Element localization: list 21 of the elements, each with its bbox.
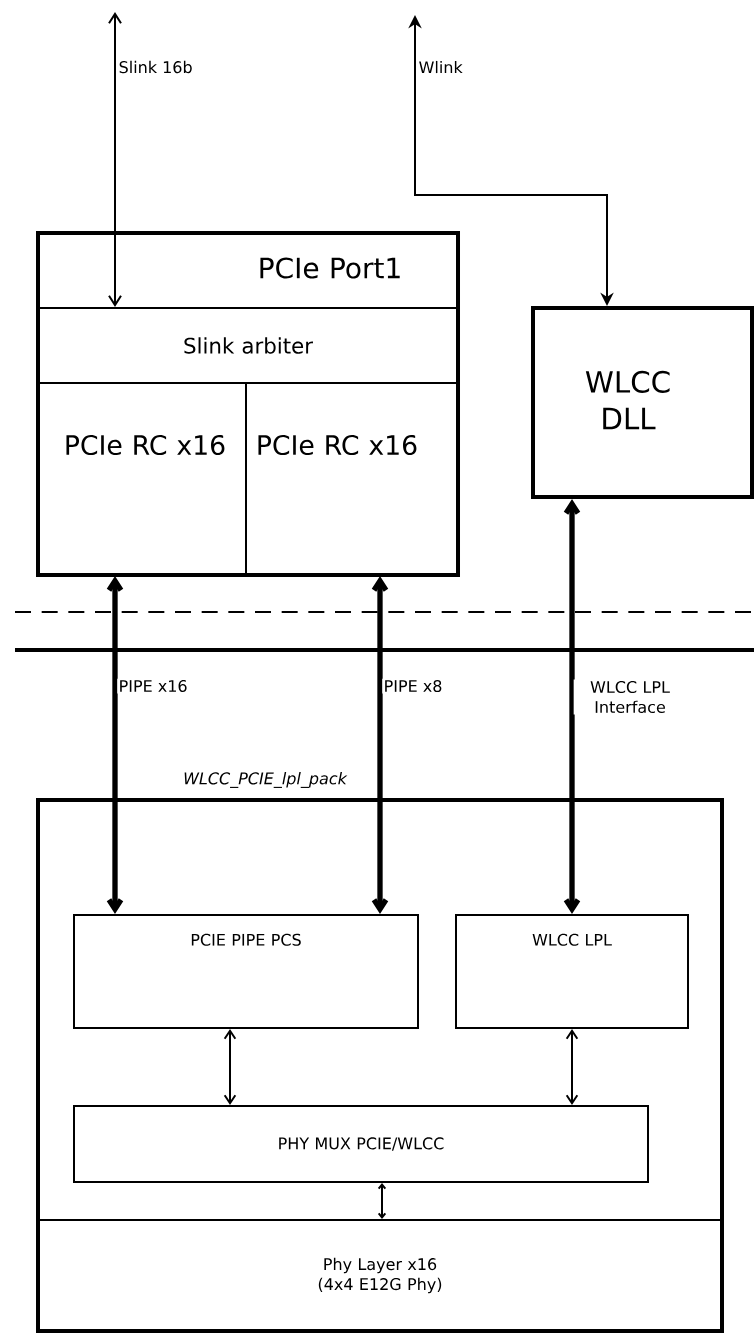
process-box: PHY MUX PCIE/WLCC [73,1105,649,1183]
arrow [106,576,124,914]
arrow [565,1029,579,1105]
layer-band: Slink arbiter [37,307,459,384]
process-box: PCIe RC x16 [37,382,247,576]
arrow [563,499,581,914]
layer-band: Phy Layer x16 (4x4 E12G Phy) [37,1219,723,1332]
process-box: PCIe RC x16 [245,382,459,576]
arrow [108,12,122,307]
edge-label: Wlink [419,60,463,74]
node-label: WLCC_PCIE_lpl_pack [184,772,348,788]
arrow [371,576,389,914]
edge-label: WLCC LPL Interface [590,680,670,714]
edge-label: PIPE x8 [385,679,442,693]
process-box: PCIE PIPE PCS [73,914,419,1029]
edge-label: Slink 16b [119,60,192,74]
arrow [377,1183,387,1219]
edge-label: PIPE x16 [120,679,187,693]
process-box: WLCC LPL [455,914,689,1029]
arrow [223,1029,237,1105]
block-box: WLCC DLL [531,306,754,499]
